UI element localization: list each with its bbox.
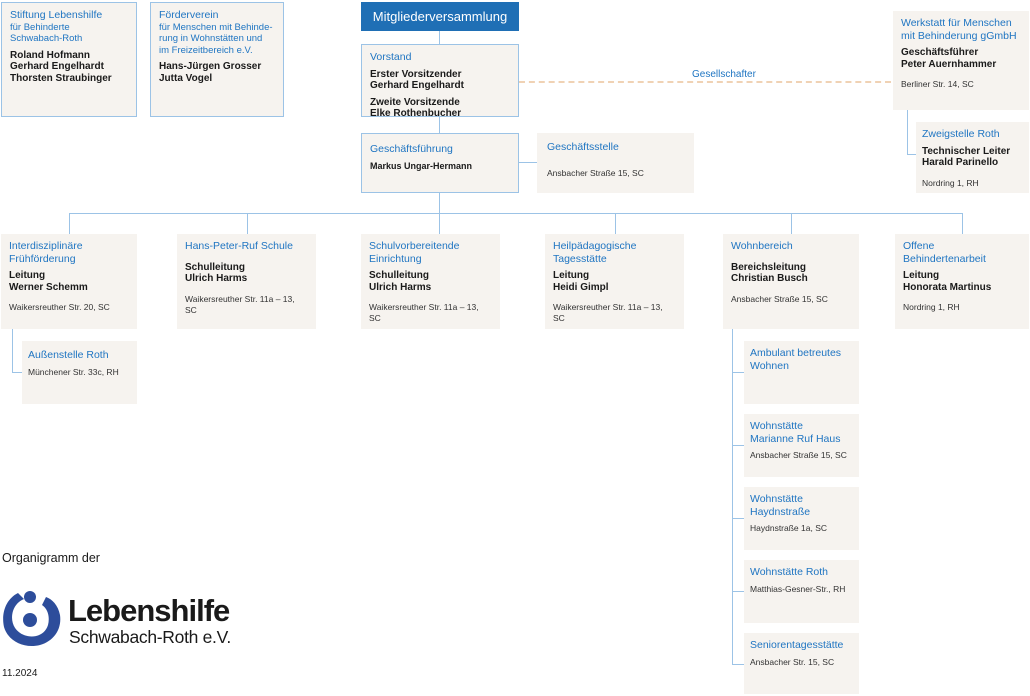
unit-address: Waikersreuther Str. 11a – 13, SC — [553, 302, 663, 323]
unit-hans-peter-ruf-schule: Hans-Peter-Ruf Schule Schulleitung Ulric… — [177, 234, 316, 329]
unit-title: Interdisziplinäre Frühförderung — [9, 240, 83, 265]
connector-aussenstelle-horizontal — [12, 372, 22, 373]
unit-names: Leitung Honorata Martinus — [903, 270, 992, 293]
unit-title: Heilpädagogische Tagesstätte — [553, 240, 637, 265]
foerderverein-title: Förderverein — [159, 9, 219, 21]
connector-zweigstelle-vertical — [907, 110, 908, 154]
aussenstelle-address: Münchener Str. 33c, RH — [28, 366, 119, 377]
lebenshilfe-logo-icon — [3, 591, 61, 647]
vorstand-box: Vorstand Erster Vorsitzender Gerhard Eng… — [361, 44, 519, 120]
connector-gf-units — [439, 193, 440, 213]
unit-title: Schulvorbereitende Einrichtung — [369, 240, 460, 265]
connector-gf-geschaeftsstelle — [519, 162, 537, 163]
werkstatt-address: Berliner Str. 14, SC — [901, 79, 974, 89]
foerderverein-subtitle: für Menschen mit Behinde- rung in Wohnst… — [159, 21, 273, 56]
wohn-sub-address: Ansbacher Str. 15, SC — [750, 656, 835, 667]
geschaeftsstelle-box: Geschäftsstelle Ansbacher Straße 15, SC — [537, 133, 694, 193]
connector-vorstand-gf — [439, 117, 440, 133]
wohn-sub-title: Ambulant betreutes Wohnen — [750, 347, 842, 372]
unit-address: Waikersreuther Str. 20, SC — [9, 302, 110, 312]
logo-name: Lebenshilfe — [68, 593, 230, 628]
unit-address: Ansbacher Straße 15, SC — [731, 293, 828, 304]
unit-fruehfoerderung: Interdisziplinäre Frühförderung Leitung … — [1, 234, 137, 329]
aussenstelle-box: Außenstelle Roth Münchener Str. 33c, RH — [22, 341, 137, 404]
vorstand-title: Vorstand — [370, 51, 412, 63]
unit-names: Bereichsleitung Christian Busch — [731, 261, 808, 285]
wohn-sub-ambulant: Ambulant betreutes Wohnen — [744, 341, 859, 404]
connector-wohn-sub-3 — [732, 518, 744, 519]
connector-wohn-sub-4 — [732, 591, 744, 592]
stiftung-names: Roland Hofmann Gerhard Engelhardt Thorst… — [10, 49, 112, 84]
geschaeftsstelle-address: Ansbacher Straße 15, SC — [547, 167, 644, 178]
geschaeftsfuehrung-name: Markus Ungar-Hermann — [370, 160, 473, 171]
connector-zweigstelle-horizontal — [907, 154, 916, 155]
gesellschafter-label: Gesellschafter — [692, 69, 756, 80]
werkstatt-title: Werkstatt für Menschen mit Behinderung g… — [901, 17, 1017, 42]
connector-wohn-sub-5 — [732, 664, 744, 665]
foerderverein-names: Hans-Jürgen Grosser Jutta Vogel — [159, 61, 262, 84]
werkstatt-names: Geschäftsführer Peter Auernhammer — [901, 47, 997, 70]
stiftung-title: Stiftung Lebenshilfe — [10, 9, 103, 21]
unit-offene-behindertenarbeit: Offene Behindertenarbeit Leitung Honorat… — [895, 234, 1029, 329]
unit-title: Wohnbereich — [731, 240, 793, 252]
geschaeftsstelle-title: Geschäftsstelle — [547, 141, 619, 153]
unit-address: Waikersreuther Str. 11a – 13, SC — [185, 293, 295, 315]
wohn-sub-marianne-ruf-haus: Wohnstätte Marianne Ruf Haus Ansbacher S… — [744, 414, 859, 477]
connector-unit-5 — [791, 213, 792, 234]
connector-aussenstelle-vertical — [12, 329, 13, 372]
unit-address: Waikersreuther Str. 11a – 13, SC — [369, 302, 479, 323]
wohn-sub-seniorentagesstaette: Seniorentagesstätte Ansbacher Str. 15, S… — [744, 633, 859, 694]
unit-wohnbereich: Wohnbereich Bereichsleitung Christian Bu… — [723, 234, 859, 329]
unit-heilpaedagogische-tagesstaette: Heilpädagogische Tagesstätte Leitung Hei… — [545, 234, 684, 329]
unit-names: Schulleitung Ulrich Harms — [369, 270, 432, 293]
wohn-sub-title: Seniorentagesstätte — [750, 639, 844, 651]
zweigstelle-box: Zweigstelle Roth Technischer Leiter Hara… — [916, 122, 1029, 193]
connector-wohn-sub-2 — [732, 445, 744, 446]
unit-schulvorbereitende-einrichtung: Schulvorbereitende Einrichtung Schulleit… — [361, 234, 500, 329]
wohn-sub-address: Matthias-Gesner-Str., RH — [750, 583, 846, 594]
zweigstelle-title: Zweigstelle Roth — [922, 128, 1000, 140]
werkstatt-box: Werkstatt für Menschen mit Behinderung g… — [893, 11, 1029, 110]
stiftung-box: Stiftung Lebenshilfe für Behinderte Schw… — [1, 2, 137, 117]
wohn-sub-title: Wohnstätte Roth — [750, 566, 829, 578]
unit-title: Offene Behindertenarbeit — [903, 240, 986, 265]
connector-main-vertical — [439, 31, 440, 44]
zweigstelle-names: Technischer Leiter Harald Parinello — [922, 145, 1011, 169]
vorstand-role-1: Erster Vorsitzender Gerhard Engelhardt — [370, 68, 464, 92]
connector-unit-3 — [439, 213, 440, 234]
wohn-sub-title: Wohnstätte Haydnstraße — [750, 493, 811, 518]
zweigstelle-address: Nordring 1, RH — [922, 177, 979, 188]
wohn-sub-haydnstrasse: Wohnstätte Haydnstraße Haydnstraße 1a, S… — [744, 487, 859, 550]
wohn-sub-roth: Wohnstätte Roth Matthias-Gesner-Str., RH — [744, 560, 859, 623]
connector-unit-2 — [247, 213, 248, 234]
footer-date: 11.2024 — [2, 668, 38, 679]
connector-wohn-vertical — [732, 329, 733, 664]
connector-wohn-sub-1 — [732, 372, 744, 373]
footer-text: Organigramm der — [2, 551, 100, 565]
unit-address: Nordring 1, RH — [903, 302, 960, 312]
wohn-sub-address: Haydnstraße 1a, SC — [750, 523, 828, 533]
connector-units-horizontal — [69, 213, 962, 214]
unit-names: Leitung Heidi Gimpl — [553, 270, 609, 293]
stiftung-subtitle: für Behinderte Schwabach-Roth — [10, 21, 83, 45]
gesellschafter-dashed-line — [519, 81, 891, 83]
foerderverein-box: Förderverein für Menschen mit Behinde- r… — [150, 2, 284, 117]
aussenstelle-title: Außenstelle Roth — [28, 349, 109, 361]
geschaeftsfuehrung-title: Geschäftsführung — [370, 143, 453, 155]
vorstand-role-2: Zweite Vorsitzende Elke Rothenbucher — [370, 96, 462, 120]
unit-names: Schulleitung Ulrich Harms — [185, 261, 248, 285]
logo-subtitle: Schwabach-Roth e.V. — [69, 627, 231, 647]
geschaeftsfuehrung-box: Geschäftsführung Markus Ungar-Hermann — [361, 133, 519, 193]
connector-unit-4 — [615, 213, 616, 234]
mitgliederversammlung-box: Mitgliederversammlung — [361, 2, 519, 31]
wohn-sub-address: Ansbacher Straße 15, SC — [750, 450, 847, 460]
wohn-sub-title: Wohnstätte Marianne Ruf Haus — [750, 420, 841, 445]
connector-unit-1 — [69, 213, 70, 234]
connector-unit-6 — [962, 213, 963, 234]
unit-names: Leitung Werner Schemm — [9, 270, 88, 293]
unit-title: Hans-Peter-Ruf Schule — [185, 240, 293, 252]
